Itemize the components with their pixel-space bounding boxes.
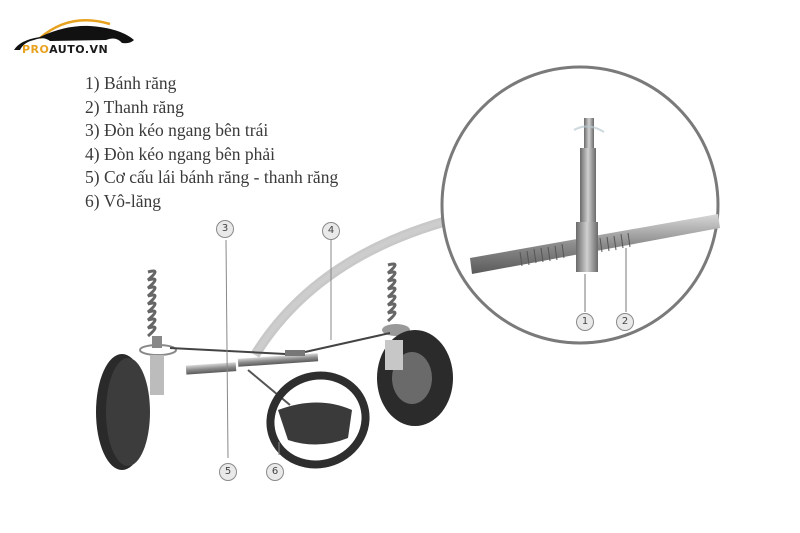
legend-item: 1) Bánh răng — [85, 73, 177, 93]
logo-brand-prefix: PRO — [22, 43, 50, 56]
legend-item: 5) Cơ cấu lái bánh răng - thanh răng — [85, 167, 339, 187]
legend-item: 3) Đòn kéo ngang bên trái — [85, 120, 269, 140]
pinion-detail — [573, 118, 605, 272]
callout-2: 2 — [616, 313, 634, 331]
callout-6: 6 — [266, 463, 284, 481]
steering-column — [250, 210, 472, 358]
rack-and-pinion-housing — [185, 350, 319, 375]
legend-item: 2) Thanh răng — [85, 96, 184, 117]
car-silhouette-icon — [14, 18, 134, 50]
callout-1: 1 — [576, 313, 594, 331]
callout-3: 3 — [216, 220, 234, 238]
logo-wordmark: PROAUTO.VN — [22, 43, 108, 56]
tie-rods — [169, 332, 391, 356]
right-wheel-assembly — [377, 262, 453, 426]
steering-wheel — [247, 369, 370, 469]
parts-legend: 1) Bánh răng 2) Thanh răng 3) Đòn kéo ng… — [85, 72, 338, 213]
leader-line-3 — [225, 239, 229, 459]
logo-brand-suffix: AUTO.VN — [49, 43, 109, 56]
callout-4: 4 — [322, 222, 340, 240]
legend-item: 4) Đòn kéo ngang bên phải — [85, 143, 276, 164]
legend-item: 6) Vô-lăng — [85, 190, 161, 211]
callout-5: 5 — [219, 463, 237, 481]
detail-magnifier — [440, 65, 720, 345]
left-wheel-assembly — [96, 269, 177, 470]
proauto-logo — [10, 10, 140, 65]
